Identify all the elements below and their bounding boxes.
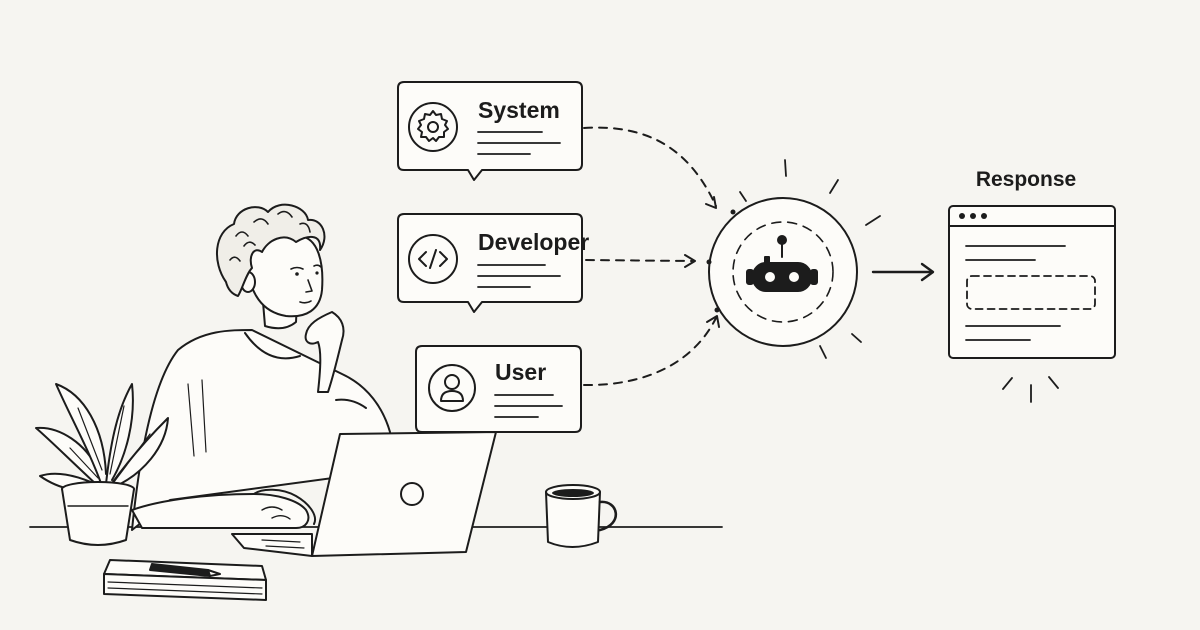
model-node bbox=[706, 159, 881, 359]
developer-label: Developer bbox=[478, 229, 589, 255]
user-card: User bbox=[415, 345, 582, 433]
user-label: User bbox=[495, 359, 546, 385]
system-label: System bbox=[478, 97, 560, 123]
browser-window-icon bbox=[948, 205, 1116, 359]
developer-connector bbox=[585, 259, 693, 262]
plant-pot bbox=[61, 481, 135, 546]
system-connector bbox=[583, 126, 717, 207]
output-arrow bbox=[871, 262, 935, 282]
user-text-lines bbox=[494, 394, 563, 418]
plant-illustration bbox=[35, 383, 169, 546]
laptop-logo bbox=[400, 482, 424, 506]
notebook-illustration bbox=[103, 559, 267, 601]
robot-icon bbox=[746, 235, 818, 292]
system-text-lines bbox=[477, 131, 561, 155]
person-illustration bbox=[131, 203, 393, 531]
system-connector-arrowhead bbox=[705, 196, 717, 209]
system-card: System bbox=[397, 81, 583, 181]
response-glow-marks bbox=[1002, 376, 1059, 403]
model-glow-marks bbox=[739, 159, 881, 359]
developer-text-lines bbox=[477, 264, 561, 288]
coffee-mug-illustration bbox=[545, 484, 618, 548]
laptop-illustration bbox=[231, 431, 497, 557]
model-inner-ring bbox=[732, 221, 834, 323]
user-connector-arrowhead bbox=[706, 315, 720, 328]
plant-leaves bbox=[35, 383, 169, 493]
user-icon bbox=[428, 364, 476, 412]
connectors bbox=[583, 126, 720, 387]
developer-connector-arrowhead bbox=[684, 254, 696, 268]
code-icon bbox=[408, 234, 458, 284]
response-label: Response bbox=[976, 168, 1076, 191]
person-hair bbox=[215, 203, 326, 297]
person-lower-arm bbox=[131, 488, 316, 529]
person-raised-arm bbox=[304, 311, 367, 409]
pen bbox=[149, 563, 221, 577]
user-connector bbox=[583, 317, 717, 387]
gear-icon bbox=[408, 102, 458, 152]
laptop-screen bbox=[311, 431, 497, 557]
developer-card: Developer bbox=[397, 213, 589, 313]
laptop-base bbox=[231, 533, 313, 557]
